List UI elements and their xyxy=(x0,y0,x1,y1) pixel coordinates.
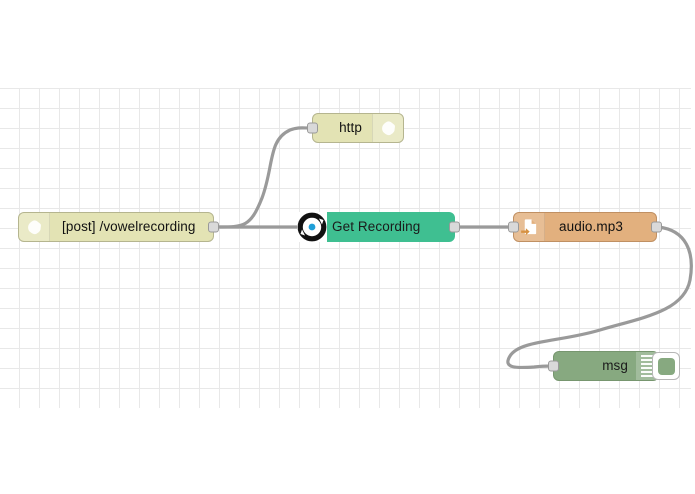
wire-file-to-debug xyxy=(506,225,693,370)
globe-blob-icon xyxy=(372,114,403,142)
node-label-debug: msg xyxy=(602,358,628,374)
port-output-file-write[interactable] xyxy=(651,221,662,233)
port-output-get-recording[interactable] xyxy=(449,221,460,233)
node-label-get-recording: Get Recording xyxy=(332,219,421,235)
node-label-http-in: [post] /vowelrecording xyxy=(62,219,196,235)
port-input-file-write[interactable] xyxy=(508,221,519,233)
debug-toggle-indicator xyxy=(657,357,675,375)
port-input-debug[interactable] xyxy=(548,360,559,372)
port-output-http-in[interactable] xyxy=(208,221,219,233)
debug-toggle-button[interactable] xyxy=(652,352,680,380)
node-debug[interactable]: msg xyxy=(548,351,680,381)
wire-httpin-to-httpresponse xyxy=(212,126,311,229)
node-label-file-write: audio.mp3 xyxy=(559,219,623,235)
globe-blob-icon xyxy=(19,213,50,241)
node-file-write[interactable]: audio.mp3 xyxy=(508,212,662,242)
port-input-http-response[interactable] xyxy=(307,122,318,134)
node-http-in[interactable]: [post] /vowelrecording xyxy=(18,212,219,242)
file-arrow-icon xyxy=(514,213,545,241)
node-http-response[interactable]: http xyxy=(307,113,404,143)
record-ring-icon xyxy=(297,212,327,242)
node-label-http-response: http xyxy=(339,120,362,136)
node-get-recording[interactable]: Get Recording xyxy=(297,212,460,242)
